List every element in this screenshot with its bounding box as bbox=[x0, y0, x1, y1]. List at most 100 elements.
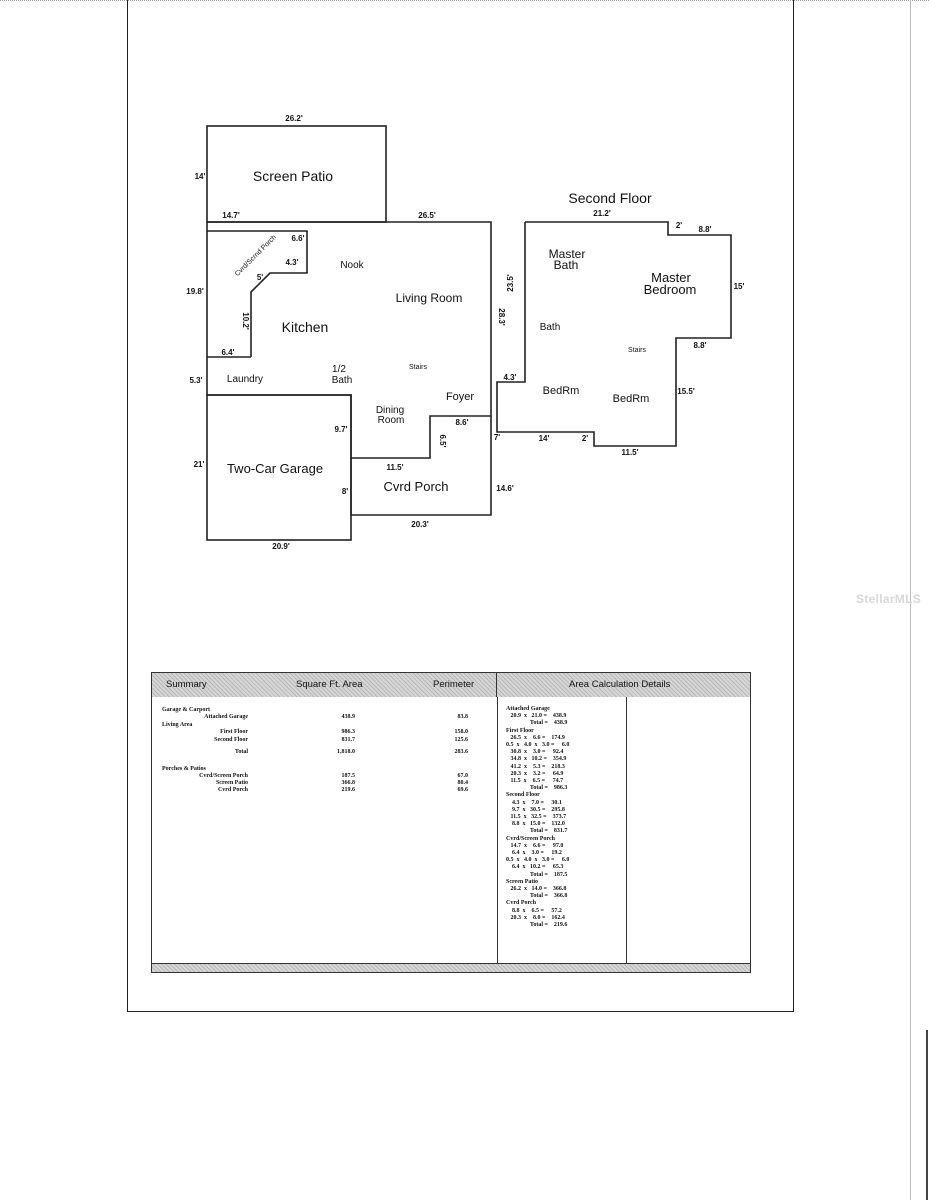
summary-row-perimeter: 69.6 bbox=[457, 787, 469, 793]
dim-second-7: 7' bbox=[494, 433, 500, 442]
detail-row: 0.5 x 4.0 x 3.0 = 6.0 bbox=[506, 857, 570, 864]
room-half-bath-line1: 1/2 bbox=[332, 364, 346, 375]
area-summary-table: Summary Square Ft. Area Perimeter Area C… bbox=[151, 672, 751, 973]
dim-porch-4-3: 4.3' bbox=[285, 258, 298, 267]
page-edge bbox=[910, 0, 911, 1200]
dim-porch-11-5: 11.5' bbox=[386, 463, 403, 472]
detail-row: Total = 986.3 bbox=[506, 785, 568, 792]
room-nook: Nook bbox=[340, 260, 364, 271]
room-foyer: Foyer bbox=[446, 391, 474, 403]
dim-porch-6-6: 6.6' bbox=[291, 234, 304, 243]
page-frame bbox=[127, 0, 794, 1012]
detail-row: 8.8 x 15.0 = 132.0 bbox=[506, 821, 565, 828]
summary-row-area: 366.8 bbox=[341, 780, 356, 786]
room-laundry: Laundry bbox=[227, 374, 263, 385]
table-divider-main bbox=[497, 697, 498, 964]
detail-row: 14.7 x 6.6 = 97.0 bbox=[506, 842, 564, 849]
detail-row: 34.8 x 10.2 = 354.9 bbox=[506, 756, 567, 763]
porch-inner-wall bbox=[207, 230, 308, 357]
summary-row-perimeter: 283.6 bbox=[454, 749, 469, 755]
dim-second-2b: 2' bbox=[582, 434, 588, 443]
dim-left-main: 19.8' bbox=[186, 287, 204, 296]
header-square-ft-area: Square Ft. Area bbox=[296, 679, 363, 690]
detail-row: Total = 187.5 bbox=[506, 871, 568, 878]
dim-second-11-5: 11.5' bbox=[621, 448, 638, 457]
watermark-text: StellarMLS bbox=[856, 592, 922, 606]
detail-row: Total = 219.6 bbox=[506, 922, 568, 928]
room-master-bedroom-line1: Master bbox=[651, 270, 691, 285]
detail-row: 6.4 x 3.0 = 19.2 bbox=[506, 850, 562, 856]
label-stairs-second: Stairs bbox=[628, 347, 646, 354]
room-dining-line2: Room bbox=[378, 415, 405, 426]
detail-row: 26.5 x 6.6 = 174.9 bbox=[506, 734, 565, 741]
dim-porch-5: 5' bbox=[257, 273, 263, 282]
dim-second-14: 14' bbox=[539, 434, 550, 443]
room-kitchen: Kitchen bbox=[282, 319, 329, 335]
detail-row: Cvrd/Screen Porch bbox=[506, 835, 555, 842]
dim-second-2a: 2' bbox=[676, 221, 682, 230]
detail-row: Attached Garage bbox=[506, 706, 550, 712]
dim-garage-8: 8' bbox=[342, 487, 348, 496]
summary-row-label: Second Floor bbox=[214, 737, 248, 743]
room-bedrm-1: BedRm bbox=[543, 385, 580, 397]
detail-row: 6.4 x 10.2 = 65.3 bbox=[506, 864, 564, 871]
room-master-bath-line1: Master bbox=[549, 247, 586, 261]
detail-row: 30.8 x 3.0 = 92.4 bbox=[506, 749, 564, 756]
summary-row-label: Living Area bbox=[162, 722, 193, 728]
dim-second-4-3: 4.3' bbox=[503, 373, 516, 382]
summary-row-perimeter: 80.4 bbox=[457, 780, 469, 786]
summary-row-label: Garage & Carport bbox=[162, 707, 210, 713]
room-living-room: Living Room bbox=[396, 291, 463, 305]
table-footer-band bbox=[152, 963, 750, 972]
detail-row: Total = 831.7 bbox=[506, 828, 568, 835]
summary-row-area: 831.7 bbox=[341, 737, 356, 743]
floor-plan-diagram: 26.2' 14' 14.7' 26.5' 19.8' 6.6' 4.3' 5'… bbox=[186, 114, 744, 551]
summary-row-perimeter: 158.0 bbox=[454, 729, 469, 735]
detail-row: 0.5 x 4.0 x 3.0 = 6.0 bbox=[506, 742, 570, 748]
room-screen-patio: Screen Patio bbox=[253, 168, 333, 184]
dim-garage-21: 21' bbox=[194, 460, 205, 469]
dim-kitchen-6-4: 6.4' bbox=[221, 348, 234, 357]
dim-porch-14-6: 14.6' bbox=[496, 484, 514, 493]
dim-garage-20-9: 20.9' bbox=[272, 542, 290, 551]
room-master-bedroom-line2: Bedroom bbox=[644, 282, 697, 297]
dim-top-right: 26.5' bbox=[418, 211, 436, 220]
detail-row: 26.2 x 14.0 = 366.8 bbox=[506, 886, 567, 892]
summary-row-area: 438.9 bbox=[341, 714, 356, 720]
summary-row-perimeter: 125.6 bbox=[454, 737, 469, 743]
summary-row-perimeter: 67.0 bbox=[457, 773, 469, 779]
room-cvrd-scrnd-porch: Cvrd/Scrnd Porch bbox=[234, 234, 278, 278]
dim-laundry-5-3: 5.3' bbox=[189, 376, 202, 385]
detail-row: Cvrd Porch bbox=[506, 900, 537, 907]
dim-kitchen-10-2: 10.2' bbox=[241, 312, 250, 330]
summary-row-label: First Floor bbox=[220, 729, 248, 735]
summary-row-area: 1,818.0 bbox=[337, 749, 355, 755]
detail-row: Total = 366.8 bbox=[506, 893, 568, 900]
room-two-car-garage: Two-Car Garage bbox=[227, 461, 323, 476]
room-cvrd-porch: Cvrd Porch bbox=[383, 479, 448, 494]
detail-row: 20.3 x 3.2 = 64.9 bbox=[506, 770, 564, 777]
plan-walls bbox=[206, 125, 732, 541]
summary-row-label: Screen Patio bbox=[215, 780, 248, 786]
detail-row: 9.7 x 30.5 = 295.8 bbox=[506, 806, 565, 813]
page-edge-dark bbox=[926, 1030, 928, 1200]
label-second-floor: Second Floor bbox=[568, 190, 652, 206]
room-master-bath-line2: Bath bbox=[554, 258, 579, 272]
header-area-calculation-details: Area Calculation Details bbox=[569, 679, 671, 690]
dim-second-23-5: 23.5' bbox=[506, 274, 515, 292]
room-bath-second: Bath bbox=[540, 322, 561, 333]
room-half-bath-line2: Bath bbox=[332, 375, 353, 386]
detail-row: Screen Patio bbox=[506, 878, 539, 885]
header-summary: Summary bbox=[166, 679, 207, 690]
second-floor-outline bbox=[496, 221, 732, 447]
dim-dining-9-7: 9.7' bbox=[334, 425, 347, 434]
dim-porch-20-3: 20.3' bbox=[411, 520, 429, 529]
detail-row: 8.8 x 6.5 = 57.2 bbox=[506, 907, 562, 914]
details-header: Area Calculation Details bbox=[497, 673, 750, 697]
room-dining-line1: Dining bbox=[376, 405, 404, 416]
summary-row-perimeter: 83.8 bbox=[457, 714, 469, 720]
label-stairs-first: Stairs bbox=[409, 364, 427, 371]
detail-row: 20.3 x 8.0 = 162.4 bbox=[506, 914, 565, 921]
table-divider-details bbox=[626, 697, 627, 964]
summary-row-label: Attached Garage bbox=[204, 714, 248, 720]
